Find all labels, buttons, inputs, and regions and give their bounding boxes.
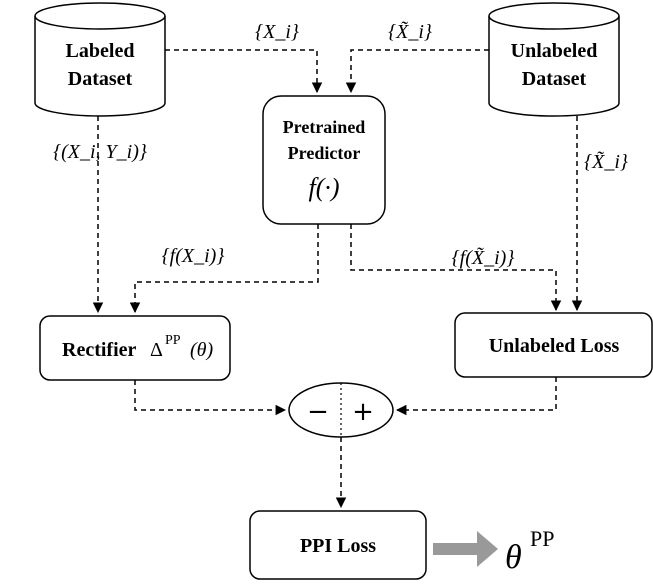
minus-sign: − xyxy=(307,397,329,427)
edge-label-xtilde-top: {X̃_i} xyxy=(388,20,432,43)
edge-label-xtilde-right: {X̃_i} xyxy=(584,150,628,173)
ppi-loss-node: PPI Loss xyxy=(249,510,427,580)
predictor-function: f(·) xyxy=(308,173,339,202)
pretrained-predictor-node: Pretrained Predictor f(·) xyxy=(262,95,386,225)
edge-label-xi: {X_i} xyxy=(255,21,299,43)
predictor-label-line1: Pretrained xyxy=(283,117,366,137)
combine-node: − + xyxy=(288,382,394,438)
output-theta: θ xyxy=(505,539,522,576)
edge-unlabeled-to-predictor xyxy=(345,49,489,94)
edge-label-xi-yi: {(X_i, Y_i)} xyxy=(53,141,147,163)
rectifier-superscript: PP xyxy=(165,333,181,348)
rectifier-argument: (θ) xyxy=(190,339,213,361)
unlabeled-dataset-label-line2: Dataset xyxy=(522,68,587,90)
edge-predictor-to-loss xyxy=(350,224,562,312)
edge-label-f-xtilde: {f(X̃_i)} xyxy=(452,246,515,269)
edge-predictor-to-rectifier xyxy=(129,224,319,314)
labeled-dataset-label-line2: Dataset xyxy=(68,68,133,90)
unlabeled-dataset-label-line1: Unlabeled xyxy=(511,40,598,62)
output: θ PP xyxy=(433,526,554,576)
edge-label-f-xi: {f(X_i)} xyxy=(162,245,225,267)
unlabeled-dataset-node: Unlabeled Dataset xyxy=(488,2,620,117)
output-arrow-icon xyxy=(433,531,498,567)
output-superscript: PP xyxy=(530,526,554,551)
labeled-dataset-label-line1: Labeled xyxy=(66,40,135,62)
rectifier-node: Rectifier Δ PP (θ) xyxy=(39,315,231,381)
edge-labeled-to-predictor xyxy=(165,49,323,94)
labeled-dataset-node: Labeled Dataset xyxy=(34,2,166,117)
rectifier-symbol: Δ xyxy=(150,339,163,361)
rectifier-label: Rectifier xyxy=(62,339,137,361)
plus-sign: + xyxy=(352,397,374,427)
edge-loss-to-combine xyxy=(395,377,557,416)
unlabeled-loss-label: Unlabeled Loss xyxy=(489,335,620,357)
predictor-label-line2: Predictor xyxy=(288,143,361,163)
ppi-loss-label: PPI Loss xyxy=(300,535,376,557)
edge-rectifier-to-combine xyxy=(134,380,287,416)
unlabeled-loss-node: Unlabeled Loss xyxy=(454,312,653,378)
